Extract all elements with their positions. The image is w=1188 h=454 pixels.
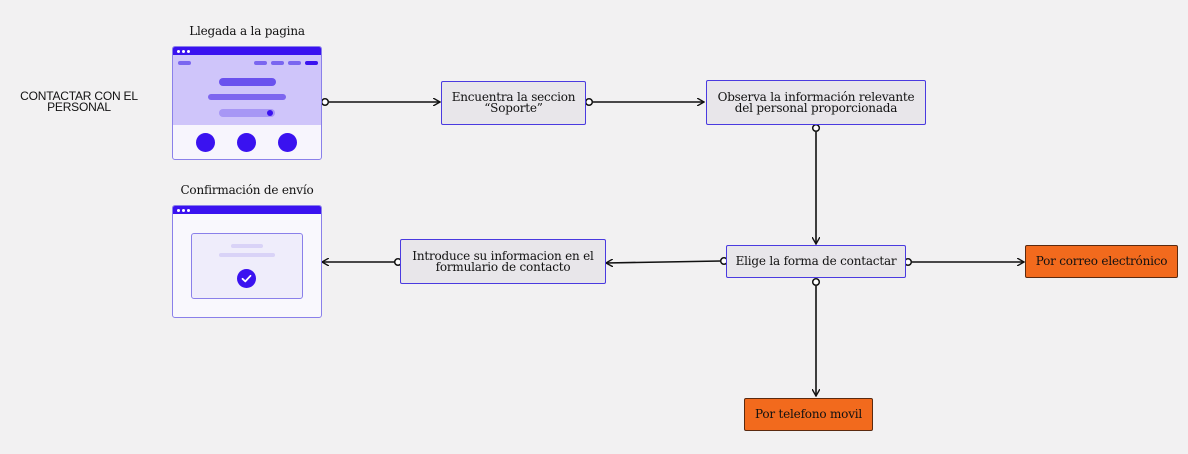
- step-find-support: Encuentra la seccion “Soporte”: [441, 81, 586, 125]
- step-observe-info: Observa la información relevante del per…: [706, 80, 926, 125]
- arrow-choose-to-form: [606, 261, 722, 263]
- confirm-frame-label: Confirmación de envío: [180, 183, 314, 197]
- connector-dot: [320, 97, 330, 107]
- step-fill-form: Introduce su informacion en el formulari…: [400, 239, 606, 284]
- feature-circle: [237, 133, 256, 152]
- browser-bar: [173, 206, 321, 214]
- feature-circle: [278, 133, 297, 152]
- arrival-frame-label: Llegada a la pagina: [189, 24, 305, 38]
- option-email: Por correo electrónico: [1025, 245, 1178, 278]
- confirmation-card: [191, 233, 303, 299]
- diagram-title: CONTACTAR CON EL PERSONAL: [20, 89, 138, 114]
- browser-bar: [173, 47, 321, 55]
- check-icon: [237, 269, 256, 288]
- connector-dot: [584, 97, 594, 107]
- connector-dot: [811, 277, 821, 287]
- step-choose-contact: Elige la forma de contactar: [726, 245, 906, 278]
- connector-dot: [811, 123, 821, 133]
- option-phone: Por telefono movil: [744, 398, 873, 431]
- arrival-page-mockup: [172, 46, 322, 160]
- confirmation-page-mockup: [172, 205, 322, 318]
- feature-circle: [196, 133, 215, 152]
